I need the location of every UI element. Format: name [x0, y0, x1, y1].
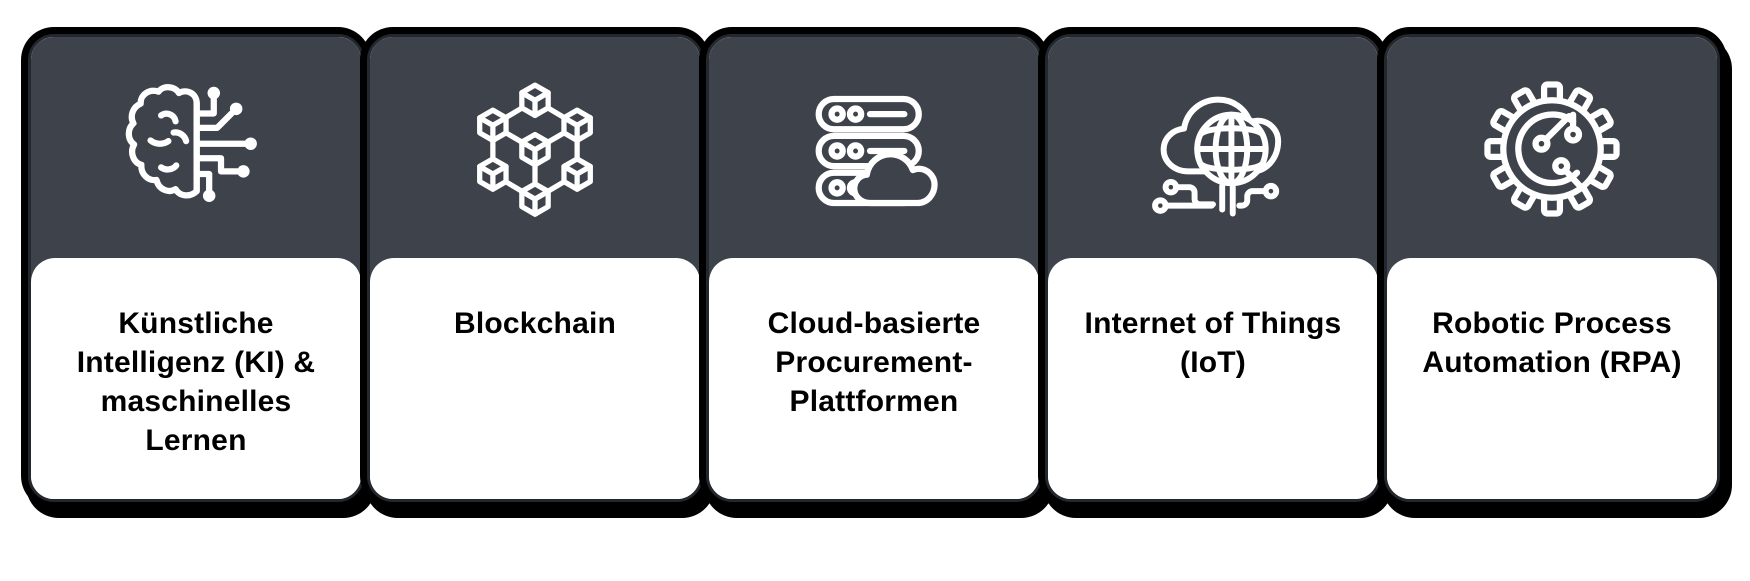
cloud-globe-circuit-icon [1152, 96, 1282, 216]
card-blockchain-icon-area [370, 37, 700, 282]
card-iot-label-area: Internet of Things (IoT) [1048, 258, 1378, 499]
card-ai-icon-area [31, 37, 361, 282]
card-blockchain-label-area: Blockchain [370, 258, 700, 499]
card-rpa: Robotic Process Automation (RPA) [1384, 34, 1720, 502]
technology-cards-row: Künstliche Intelligenz (KI) & maschinell… [28, 34, 1720, 502]
brain-circuit-icon [125, 83, 257, 202]
card-blockchain: Blockchain [367, 34, 703, 502]
card-ai-label-area: Künstliche Intelligenz (KI) & maschinell… [31, 258, 361, 499]
card-cloud-procurement-icon-area [709, 37, 1039, 282]
card-rpa-icon-area [1387, 37, 1717, 282]
gear-circuit-icon [1484, 80, 1620, 217]
card-rpa-label: Robotic Process Automation (RPA) [1422, 307, 1682, 379]
card-rpa-label-area: Robotic Process Automation (RPA) [1387, 258, 1717, 499]
card-iot-label: Internet of Things (IoT) [1084, 307, 1342, 379]
card-cloud-procurement-label-area: Cloud-basierte Procurement-Plattformen [709, 258, 1039, 499]
card-ai: Künstliche Intelligenz (KI) & maschinell… [28, 34, 364, 502]
card-cloud-procurement-label: Cloud-basierte Procurement-Plattformen [767, 307, 981, 418]
card-iot: Internet of Things (IoT) [1045, 34, 1381, 502]
blockchain-cubes-icon [456, 70, 614, 228]
server-cloud-icon [815, 95, 938, 206]
card-ai-label: Künstliche Intelligenz (KI) & maschinell… [76, 307, 316, 457]
card-iot-icon-area [1048, 37, 1378, 282]
card-cloud-procurement: Cloud-basierte Procurement-Plattformen [706, 34, 1042, 502]
card-blockchain-label: Blockchain [453, 307, 617, 340]
